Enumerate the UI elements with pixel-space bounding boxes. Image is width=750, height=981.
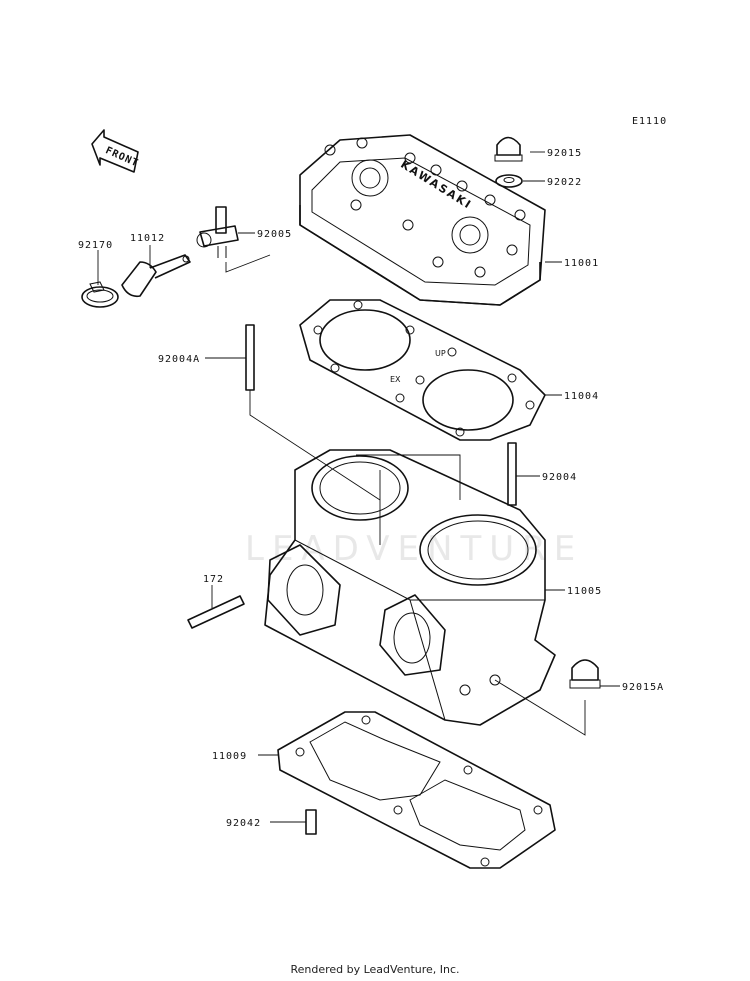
part-label-11004: 11004 [564,391,599,402]
front-arrow-icon: FRONT [91,129,141,173]
clamp-drawing [81,281,119,308]
washer-drawing [495,174,523,188]
part-label-92170: 92170 [78,240,113,251]
fitting-drawing [196,206,239,258]
gasket-up-mark: UP [435,349,446,358]
diagram-code: E1110 [632,116,667,127]
svg-text:FRONT: FRONT [104,145,141,169]
watermark: LEADVENTURE [245,529,583,569]
cap-nut-drawing [494,136,523,162]
head-brand: KAWASAKI [398,158,474,212]
gasket-ex-mark: EX [390,375,401,384]
cap-drawing [121,254,191,298]
head-gasket-drawing: UP EX [299,299,546,441]
part-label-11009: 11009 [212,751,247,762]
part-label-92022: 92022 [547,177,582,188]
pin-drawing [305,809,317,835]
part-label-92015: 92015 [547,148,582,159]
leader-lines [97,151,620,823]
part-label-92015a: 92015A [622,682,664,693]
part-label-11005: 11005 [567,586,602,597]
cylinder-drawing [264,449,556,726]
part-label-92004a: 92004A [158,354,200,365]
stud-long-drawing [245,324,255,391]
stud-short-drawing [187,595,245,629]
footer-credit: Rendered by LeadVenture, Inc. [290,963,460,976]
cap-nut-a-drawing [569,659,601,689]
part-label-92004: 92004 [542,472,577,483]
part-label-11001: 11001 [564,258,599,269]
stud-drawing [507,442,517,506]
part-label-92042: 92042 [226,818,261,829]
base-gasket-drawing [277,711,556,869]
part-label-92005: 92005 [257,229,292,240]
part-label-172: 172 [203,574,224,585]
part-label-11012: 11012 [130,233,165,244]
